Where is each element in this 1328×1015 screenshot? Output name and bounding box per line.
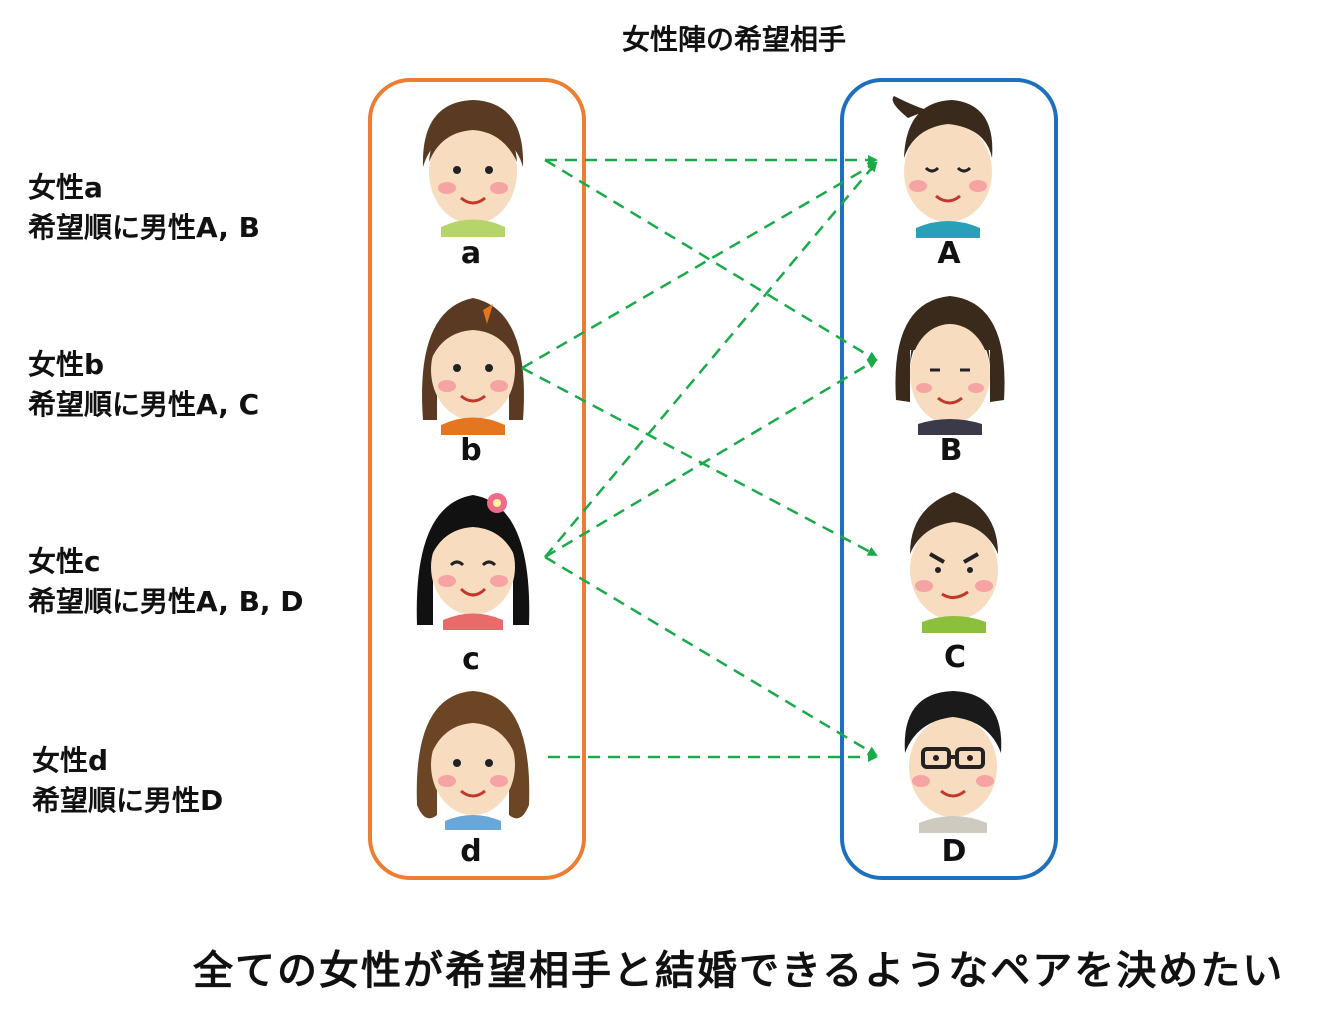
arrow-b-to-C bbox=[521, 366, 878, 557]
man-d-avatar bbox=[893, 683, 1013, 837]
woman-d-label: d bbox=[460, 834, 482, 869]
man-b-avatar bbox=[890, 290, 1010, 439]
man-d-label: D bbox=[941, 834, 967, 869]
arrow-c-to-B bbox=[544, 358, 878, 559]
pref-title: 女性d bbox=[32, 744, 109, 777]
arrow-c-to-A bbox=[544, 161, 878, 558]
woman-b-label: b bbox=[460, 433, 482, 468]
pref-text: 希望順に男性A, C bbox=[28, 388, 260, 421]
woman-a-avatar bbox=[413, 92, 533, 241]
pref-text: 希望順に男性A, B, D bbox=[28, 585, 304, 618]
arrow-a-to-B bbox=[544, 158, 878, 362]
man-c-label: C bbox=[943, 640, 967, 675]
man-c-avatar bbox=[894, 488, 1014, 637]
woman-d-avatar bbox=[413, 685, 533, 834]
man-a-label: A bbox=[937, 236, 961, 271]
men-group-box bbox=[840, 78, 1058, 880]
pref-title: 女性b bbox=[28, 348, 105, 381]
diagram-title: 女性陣の希望相手 bbox=[621, 23, 846, 56]
man-b-label: B bbox=[939, 433, 963, 468]
pref-text: 希望順に男性A, B bbox=[28, 211, 260, 244]
arrow-c-to-D bbox=[544, 555, 878, 757]
pref-woman-a: 女性a 希望順に男性A, B bbox=[28, 168, 260, 248]
women-group-box bbox=[368, 78, 586, 880]
woman-a-label: a bbox=[460, 236, 482, 271]
pref-woman-d: 女性d 希望順に男性D bbox=[32, 741, 223, 821]
pref-text: 希望順に男性D bbox=[32, 784, 224, 817]
pref-title: 女性a bbox=[28, 171, 103, 204]
woman-b-avatar bbox=[413, 290, 533, 439]
woman-c-avatar bbox=[413, 485, 533, 634]
man-a-avatar bbox=[888, 88, 1008, 242]
pref-woman-c: 女性c 希望順に男性A, B, D bbox=[28, 542, 304, 622]
pref-woman-b: 女性b 希望順に男性A, C bbox=[28, 345, 259, 425]
arrow-b-to-A bbox=[521, 161, 878, 370]
pref-title: 女性c bbox=[28, 545, 101, 578]
woman-c-label: c bbox=[462, 642, 480, 677]
